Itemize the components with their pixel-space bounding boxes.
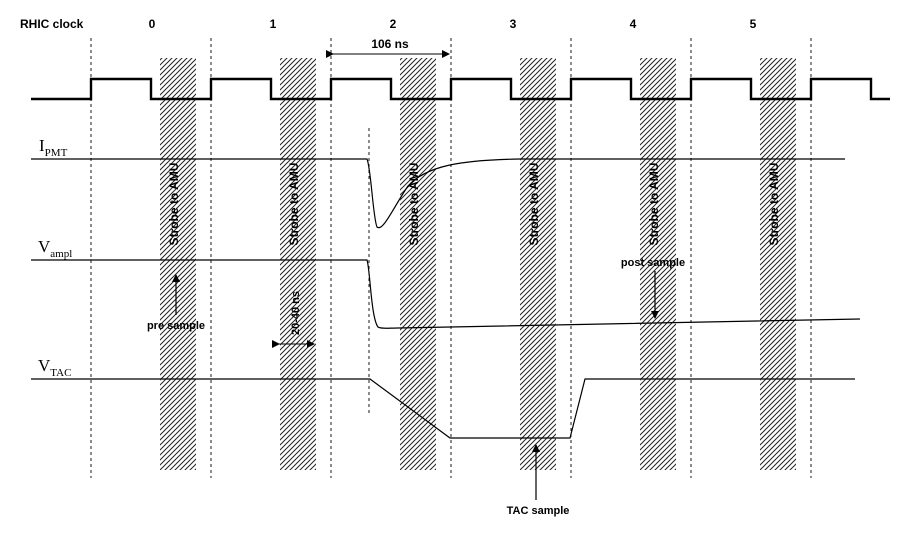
clock-number: 4 bbox=[630, 17, 637, 31]
strobe-band bbox=[280, 58, 316, 470]
tac-sample-annotation: TAC sample bbox=[507, 444, 570, 517]
clock-label: RHIC clock bbox=[20, 17, 84, 31]
clock-number: 2 bbox=[390, 17, 397, 31]
strobe-band bbox=[160, 58, 196, 470]
strobe-label: Strobe to AMU bbox=[167, 163, 181, 246]
clock-number: 0 bbox=[149, 17, 156, 31]
clock-waveform bbox=[31, 77, 890, 101]
strobe-band bbox=[760, 58, 796, 470]
pre-sample-annotation: pre sample bbox=[147, 274, 205, 332]
strobe-band bbox=[520, 58, 556, 470]
clock-number: 5 bbox=[750, 17, 757, 31]
ampl-waveform bbox=[31, 259, 861, 329]
tac-waveform bbox=[31, 378, 855, 439]
period-dimension: 106 ns bbox=[326, 37, 450, 58]
strobe-label: Strobe to AMU bbox=[767, 163, 781, 246]
strobe-label: Strobe to AMU bbox=[527, 163, 541, 246]
delay-label: 20-40 ns bbox=[290, 291, 302, 335]
signal-label-ampl: Vampl bbox=[38, 237, 72, 260]
post-sample-label: post sample bbox=[621, 257, 685, 269]
strobe-label: Strobe to AMU bbox=[647, 163, 661, 246]
pre-sample-label: pre sample bbox=[147, 320, 205, 332]
signal-label-tac: VTAC bbox=[38, 356, 71, 379]
tac-sample-label: TAC sample bbox=[507, 505, 570, 517]
strobe-label: Strobe to AMU bbox=[407, 163, 421, 246]
strobe-labels: Strobe to AMU Strobe to AMU Strobe to AM… bbox=[167, 163, 781, 246]
pmt-waveform bbox=[31, 158, 845, 229]
clock-number: 3 bbox=[510, 17, 517, 31]
post-sample-annotation: post sample bbox=[621, 257, 685, 319]
strobe-bands bbox=[160, 58, 796, 470]
delay-dimension: 20-40 ns bbox=[272, 291, 315, 348]
strobe-label: Strobe to AMU bbox=[287, 163, 301, 246]
clock-numbers: 0 1 2 3 4 5 bbox=[149, 17, 757, 31]
clock-edge-lines bbox=[90, 38, 812, 478]
clock-number: 1 bbox=[270, 17, 277, 31]
strobe-band bbox=[640, 58, 676, 470]
period-label: 106 ns bbox=[371, 37, 409, 51]
strobe-band bbox=[400, 58, 436, 470]
signal-label-pmt: IPMT bbox=[39, 136, 68, 159]
